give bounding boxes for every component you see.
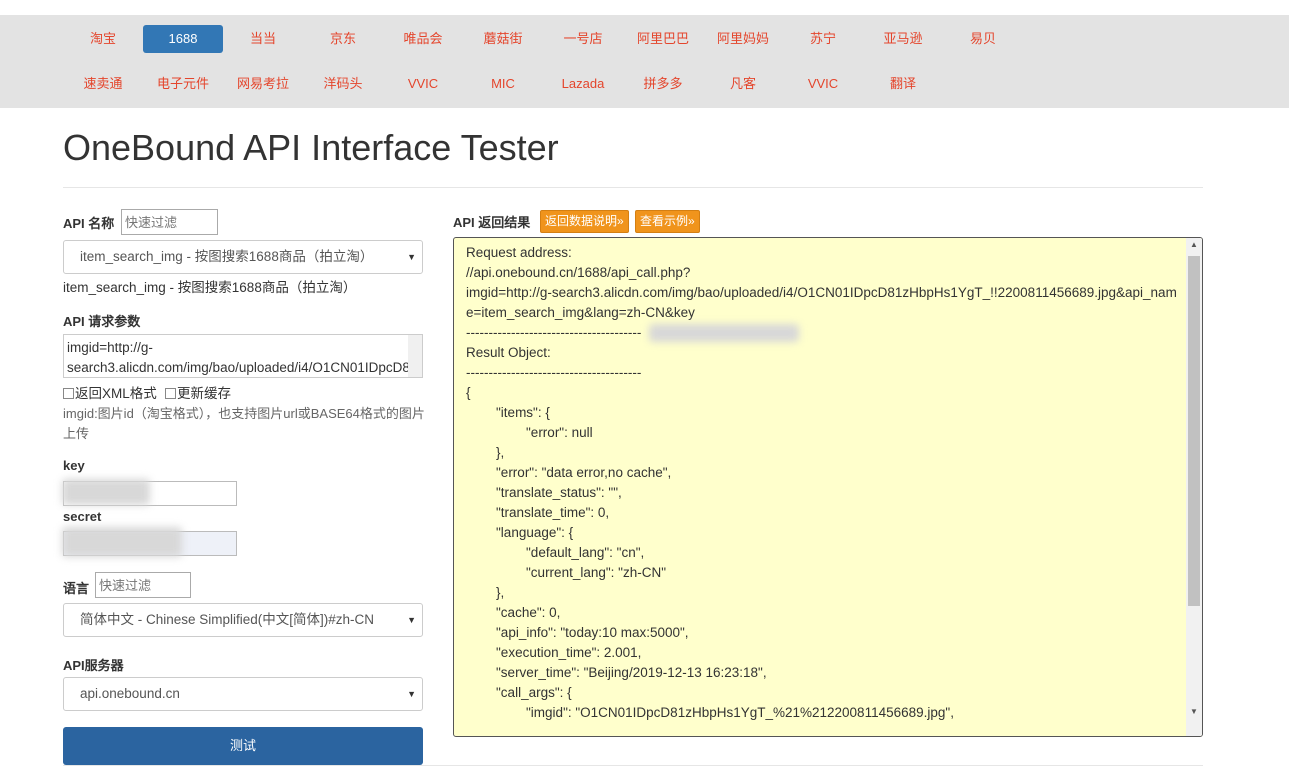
nav-link-r2-4[interactable]: VVIC xyxy=(407,76,439,91)
secret-label: secret xyxy=(63,509,102,524)
params-label: API 请求参数 xyxy=(63,314,141,329)
redacted-key xyxy=(62,479,150,505)
lang-label: 语言 xyxy=(63,581,90,596)
redacted-key-value xyxy=(649,324,799,342)
view-example-button[interactable]: 查看示例» xyxy=(635,210,700,233)
cache-checkbox-label: 更新缓存 xyxy=(177,386,231,401)
lang-filter-input[interactable] xyxy=(95,572,191,598)
result-label: API 返回结果 xyxy=(453,215,531,230)
nav-link-r1-11[interactable]: 易贝 xyxy=(969,31,996,46)
nav-link-r1-7[interactable]: 阿里巴巴 xyxy=(636,31,689,46)
params-textarea[interactable]: imgid=http://g-search3.alicdn.com/img/ba… xyxy=(63,334,423,378)
test-button[interactable]: 测试 xyxy=(63,727,423,765)
nav-link-r2-1[interactable]: 电子元件 xyxy=(156,76,209,91)
nav-link-r2-2[interactable]: 网易考拉 xyxy=(236,76,289,91)
nav-link-r1-10[interactable]: 亚马逊 xyxy=(883,31,923,46)
server-select[interactable]: api.onebound.cn ▼ xyxy=(63,677,423,711)
xml-checkbox-label: 返回XML格式 xyxy=(75,386,157,401)
api-select[interactable]: item_search_img - 按图搜索1688商品（拍立淘） ▼ xyxy=(63,240,423,274)
nav-link-r1-3[interactable]: 京东 xyxy=(329,31,356,46)
scroll-thumb[interactable] xyxy=(1188,256,1200,606)
result-body: Request address: //api.onebound.cn/1688/… xyxy=(466,245,1177,720)
nav-link-r1-6[interactable]: 一号店 xyxy=(563,31,603,46)
nav-link-r2-5[interactable]: MIC xyxy=(491,76,515,91)
params-value: imgid=http://g-search3.alicdn.com/img/ba… xyxy=(67,340,422,375)
scroll-up-icon[interactable]: ▲ xyxy=(1190,240,1198,249)
chevron-down-icon: ▼ xyxy=(407,615,416,625)
chevron-down-icon: ▼ xyxy=(407,252,416,262)
nav-link-r2-7[interactable]: 拼多多 xyxy=(643,76,683,91)
nav-link-r1-2[interactable]: 当当 xyxy=(249,31,276,46)
lang-select[interactable]: 简体中文 - Chinese Simplified(中文[简体])#zh-CN … xyxy=(63,603,423,637)
key-label: key xyxy=(63,458,85,473)
param-hint: imgid:图片id（淘宝格式），也支持图片url或BASE64格式的图片上传 xyxy=(63,406,425,441)
api-name-label: API 名称 xyxy=(63,216,115,231)
nav-link-r2-3[interactable]: 洋码头 xyxy=(323,76,363,91)
top-nav: 淘宝 1688 当当 京东 唯品会 蘑菇街 一号店 阿里巴巴 阿里妈妈 苏宁 亚马逊 易贝 速卖通 电子… xyxy=(0,15,1289,108)
textarea-scrollbar[interactable] xyxy=(408,335,422,377)
xml-checkbox[interactable]: 返回XML格式 xyxy=(63,382,157,402)
checkbox-icon xyxy=(165,388,176,399)
nav-link-r1-8[interactable]: 阿里妈妈 xyxy=(716,31,769,46)
result-doc-button[interactable]: 返回数据说明» xyxy=(540,210,629,233)
result-panel[interactable]: Request address: //api.onebound.cn/1688/… xyxy=(453,237,1203,737)
nav-link-r2-6[interactable]: Lazada xyxy=(561,76,605,91)
scroll-down-icon[interactable]: ▼ xyxy=(1190,707,1198,716)
server-label: API服务器 xyxy=(63,658,124,673)
api-select-value: item_search_img - 按图搜索1688商品（拍立淘） xyxy=(80,249,374,264)
nav-link-r2-10[interactable]: 翻译 xyxy=(889,76,916,91)
nav-link-r1-1[interactable]: 1688 xyxy=(143,25,223,53)
page-title: OneBound API Interface Tester xyxy=(63,127,559,168)
result-scrollbar[interactable]: ▲ ▼ xyxy=(1186,238,1202,736)
chevron-down-icon: ▼ xyxy=(407,689,416,699)
server-select-value: api.onebound.cn xyxy=(80,686,180,701)
nav-link-r2-0[interactable]: 速卖通 xyxy=(83,76,123,91)
nav-link-r2-8[interactable]: 凡客 xyxy=(729,76,756,91)
api-description: item_search_img - 按图搜索1688商品（拍立淘） xyxy=(63,280,357,295)
nav-link-r1-0[interactable]: 淘宝 xyxy=(89,31,116,46)
nav-link-r1-9[interactable]: 苏宁 xyxy=(809,31,836,46)
nav-link-r2-9[interactable]: VVIC xyxy=(807,76,839,91)
nav-link-r1-5[interactable]: 蘑菇街 xyxy=(483,31,523,46)
divider xyxy=(63,765,1203,766)
lang-select-value: 简体中文 - Chinese Simplified(中文[简体])#zh-CN xyxy=(80,612,375,627)
redacted-secret xyxy=(62,527,182,557)
nav-link-r1-4[interactable]: 唯品会 xyxy=(403,31,443,46)
checkbox-icon xyxy=(63,388,74,399)
divider xyxy=(63,187,1203,188)
api-filter-input[interactable] xyxy=(121,209,218,235)
cache-checkbox[interactable]: 更新缓存 xyxy=(165,382,231,402)
